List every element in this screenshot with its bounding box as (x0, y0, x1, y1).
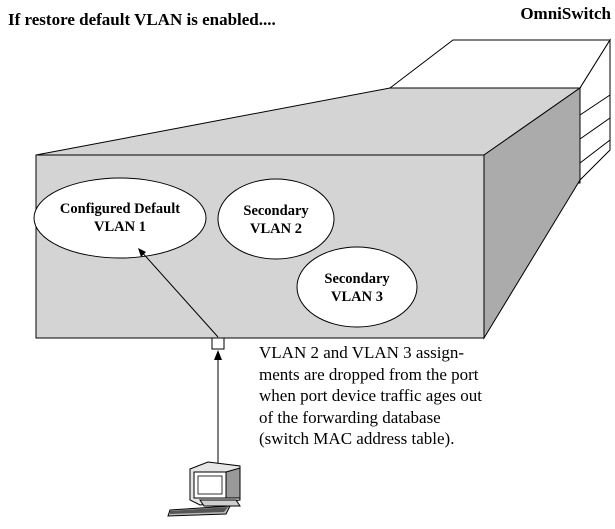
explanation-note: VLAN 2 and VLAN 3 assign- ments are drop… (259, 343, 482, 448)
vlan-1-line1: Configured Default (59, 201, 181, 217)
vlan-3-line2: VLAN 3 (331, 289, 383, 305)
vlan-2-line2: VLAN 2 (250, 221, 302, 237)
diagram-title: If restore default VLAN is enabled.... (8, 10, 276, 29)
port-icon (211, 337, 225, 350)
vlan-2-oval (217, 178, 335, 260)
arrow-head-up (214, 350, 222, 360)
vlan-3-label: Secondary VLAN 3 (297, 270, 417, 306)
vlan-3-oval (296, 246, 418, 328)
computer-icon (167, 461, 241, 517)
vlan-2-line1: Secondary (243, 203, 309, 219)
device-name-label: OmniSwitch (520, 4, 611, 23)
vlan-2-label: Secondary VLAN 2 (218, 202, 334, 238)
vlan-1-line2: VLAN 1 (94, 219, 146, 235)
arrow-head-to-vlan1 (138, 248, 146, 257)
vlan-3-line1: Secondary (324, 271, 390, 287)
vlan-1-label: Configured Default VLAN 1 (34, 200, 206, 236)
vlan-1-oval (33, 177, 207, 259)
